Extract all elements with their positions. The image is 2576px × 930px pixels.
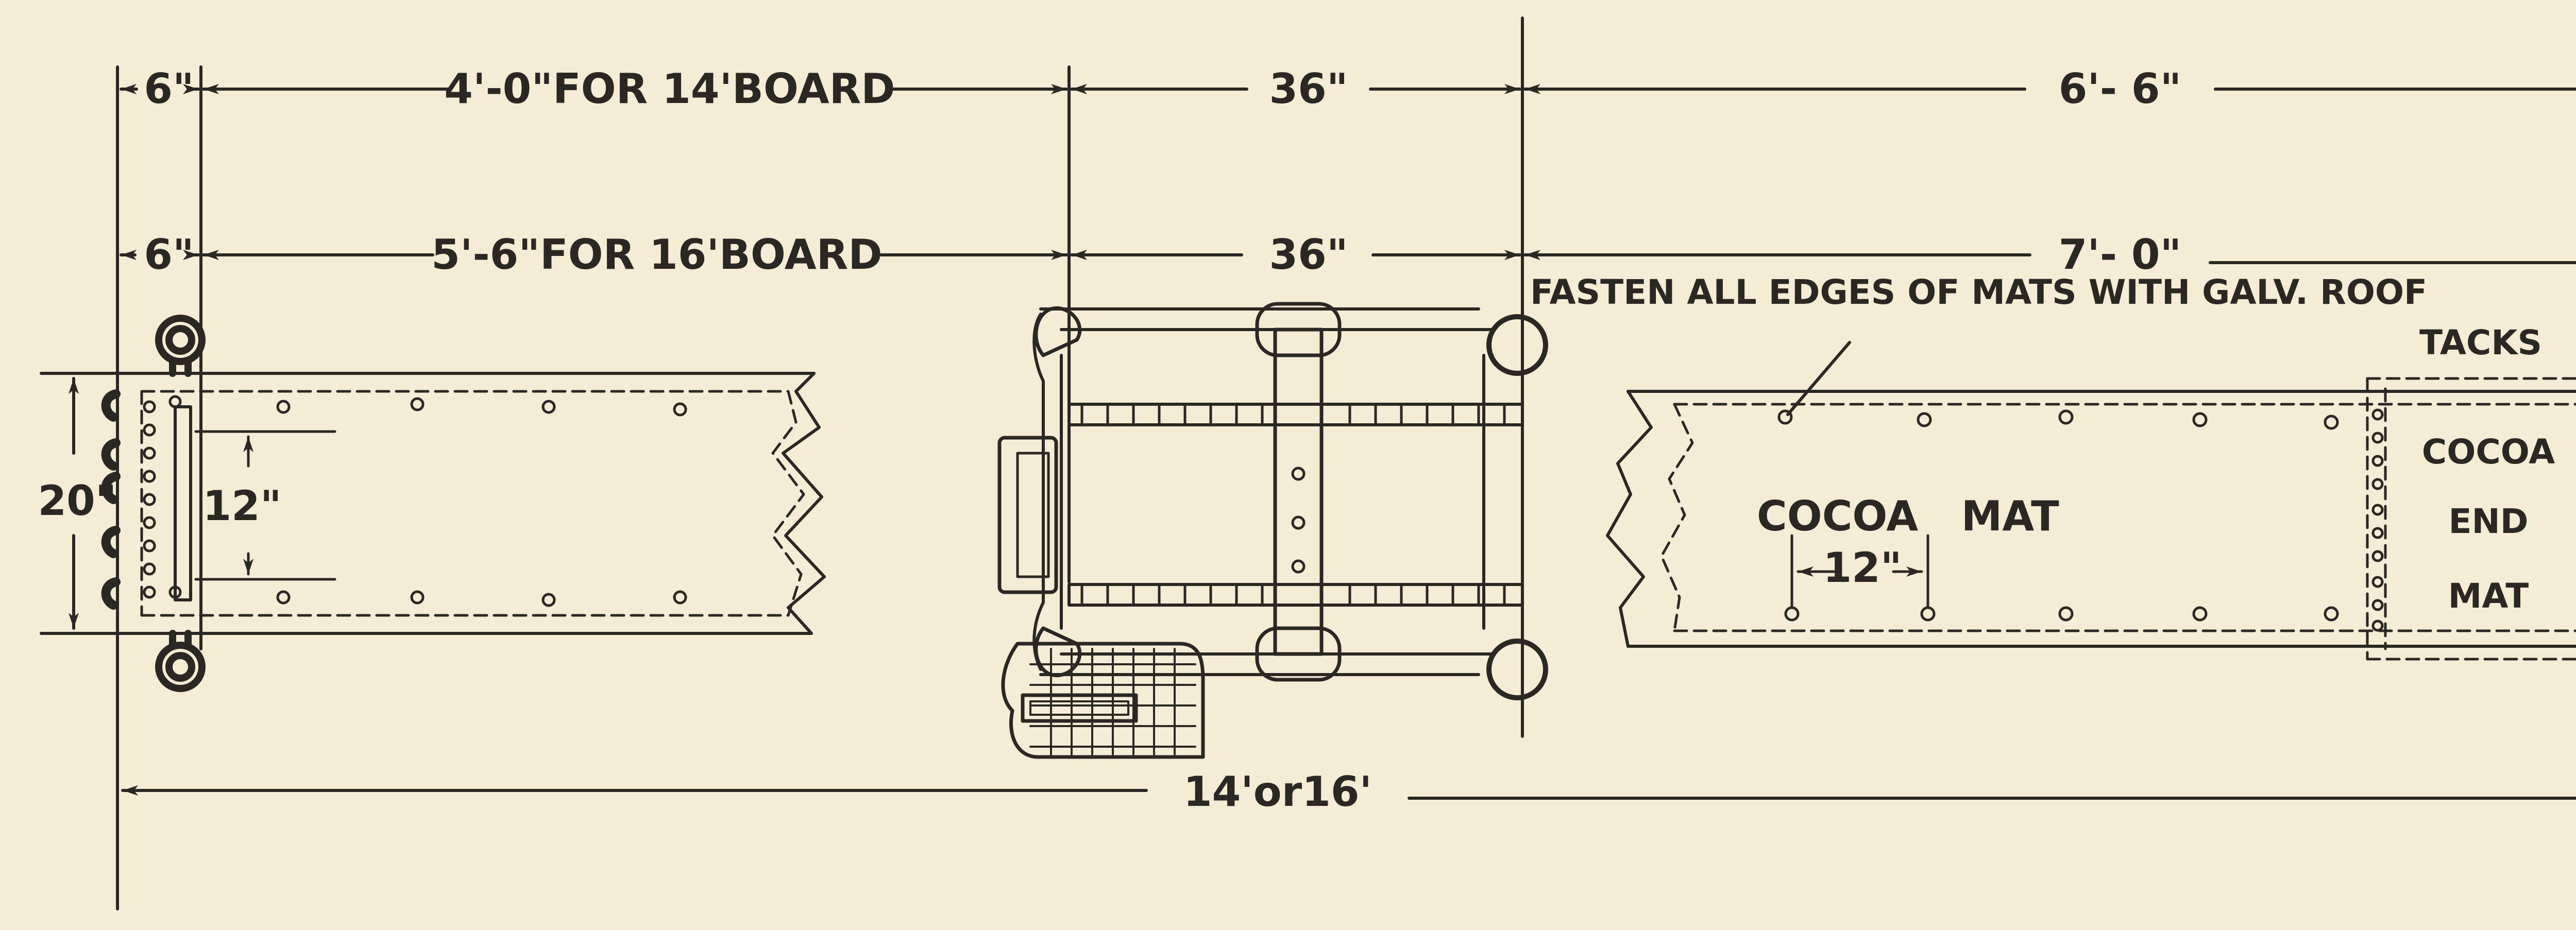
bolt-spacing-label: 12" bbox=[202, 482, 281, 530]
middle-spacing-label-row2: 36" bbox=[1269, 231, 1348, 279]
tacks-note: TACKS bbox=[2419, 323, 2542, 363]
offset-label-row2: 6" bbox=[144, 231, 194, 279]
end-mat-line-3: MAT bbox=[2448, 576, 2529, 616]
tack-spacing-label: 12" bbox=[1823, 544, 1902, 592]
width-dimension bbox=[40, 372, 816, 635]
overall-length-dimension bbox=[121, 785, 2576, 800]
truck-assembly bbox=[997, 302, 1548, 759]
end-mat-line-1: COCOA bbox=[2422, 432, 2555, 472]
middle-spacing-label-row1: 36" bbox=[1269, 65, 1348, 113]
right-length-label-row1: 6'- 6" bbox=[2059, 65, 2182, 113]
offset-label-row1: 6" bbox=[144, 65, 194, 113]
width-label: 20" bbox=[38, 477, 116, 525]
left-board bbox=[101, 315, 826, 692]
right-length-label-row2: 7'- 0" bbox=[2059, 231, 2182, 279]
fasten-note: FASTEN ALL EDGES OF MATS WITH GALV. ROOF bbox=[1530, 272, 2427, 312]
board-length-label-16: 5'-6"FOR 16'BOARD bbox=[431, 231, 882, 279]
board-length-label-14: 4'-0"FOR 14'BOARD bbox=[444, 65, 895, 113]
bolt-spacing-dimension bbox=[194, 430, 336, 581]
cocoa-mat-label: COCOA MAT bbox=[1757, 492, 2059, 540]
extension-lines bbox=[116, 16, 1524, 910]
dimension-row-2 bbox=[120, 250, 2576, 264]
overall-length-label: 14'or16' bbox=[1183, 768, 1372, 816]
end-mat-line-2: END bbox=[2448, 502, 2528, 541]
labels: 6" 4'-0"FOR 14'BOARD 36" 6'- 6" 6" 5'-6"… bbox=[38, 65, 2555, 816]
right-mat-board bbox=[1606, 341, 2576, 661]
